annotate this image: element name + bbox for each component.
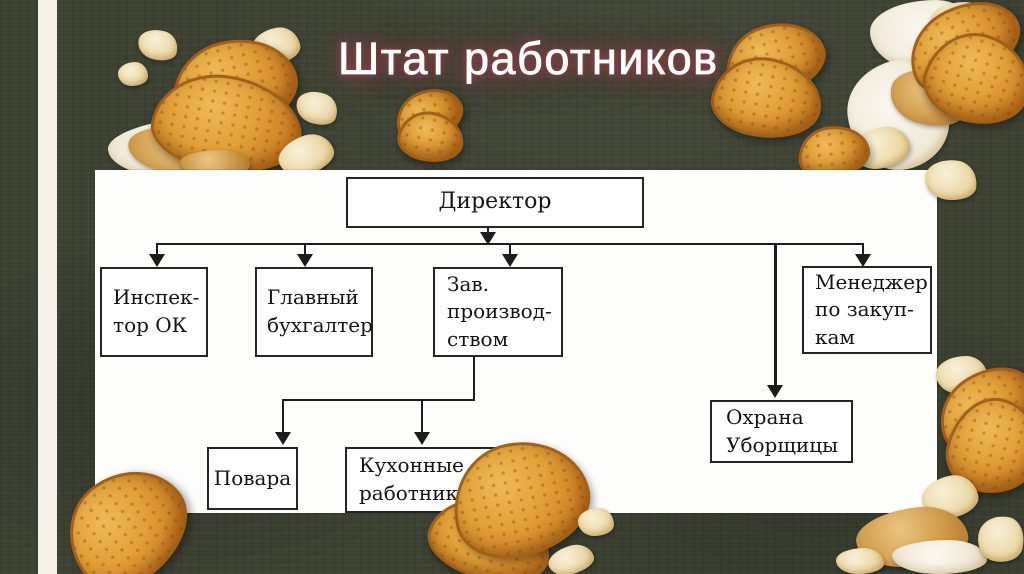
arrow-down-icon (767, 385, 783, 398)
org-node-label: Главный бухгалтер (267, 285, 373, 337)
left-stripe-decoration (38, 0, 57, 574)
org-node-inspector: Инспек- тор ОК (100, 267, 208, 357)
org-node-label: Инспек- тор ОК (113, 285, 200, 337)
org-node-director: Директор (346, 177, 644, 228)
connector-line (156, 243, 864, 245)
connector-line (509, 245, 511, 255)
org-node-accountant: Главный бухгалтер (255, 267, 373, 357)
connector-line (862, 245, 864, 255)
org-node-cooks: Повара (207, 447, 298, 510)
arrow-down-icon (275, 432, 291, 445)
connector-line (473, 357, 475, 400)
org-node-label: Директор (438, 189, 552, 215)
org-node-security: Охрана Уборщицы (710, 400, 853, 463)
crumb-image (578, 508, 614, 536)
org-node-production: Зав. производ- ством (433, 267, 563, 357)
arrow-down-icon (855, 254, 871, 267)
arrow-down-icon (502, 254, 518, 267)
slide-title: Штат работников (338, 33, 719, 85)
arrow-down-icon (414, 432, 430, 445)
org-node-label: Повара (213, 465, 292, 490)
org-node-label: Охрана Уборщицы (726, 404, 839, 457)
org-node-label: Зав. производ- ством (447, 271, 552, 351)
org-node-label: Менеджер по закуп- кам (815, 269, 928, 349)
crumb-image (118, 62, 148, 86)
connector-line (156, 245, 158, 255)
org-node-label: Кухонные работники (359, 453, 472, 505)
connector-line (421, 401, 423, 433)
crumb-image (134, 25, 182, 65)
connector-line (774, 245, 777, 386)
arrow-down-icon (149, 254, 165, 267)
connector-line (282, 401, 284, 433)
org-node-manager: Менеджер по закуп- кам (802, 266, 932, 354)
arrow-down-icon (480, 232, 496, 245)
arrow-down-icon (297, 254, 313, 267)
crumb-image (836, 548, 884, 574)
connector-line (282, 399, 475, 401)
milk-splash-image (892, 540, 987, 574)
connector-line (304, 245, 306, 255)
